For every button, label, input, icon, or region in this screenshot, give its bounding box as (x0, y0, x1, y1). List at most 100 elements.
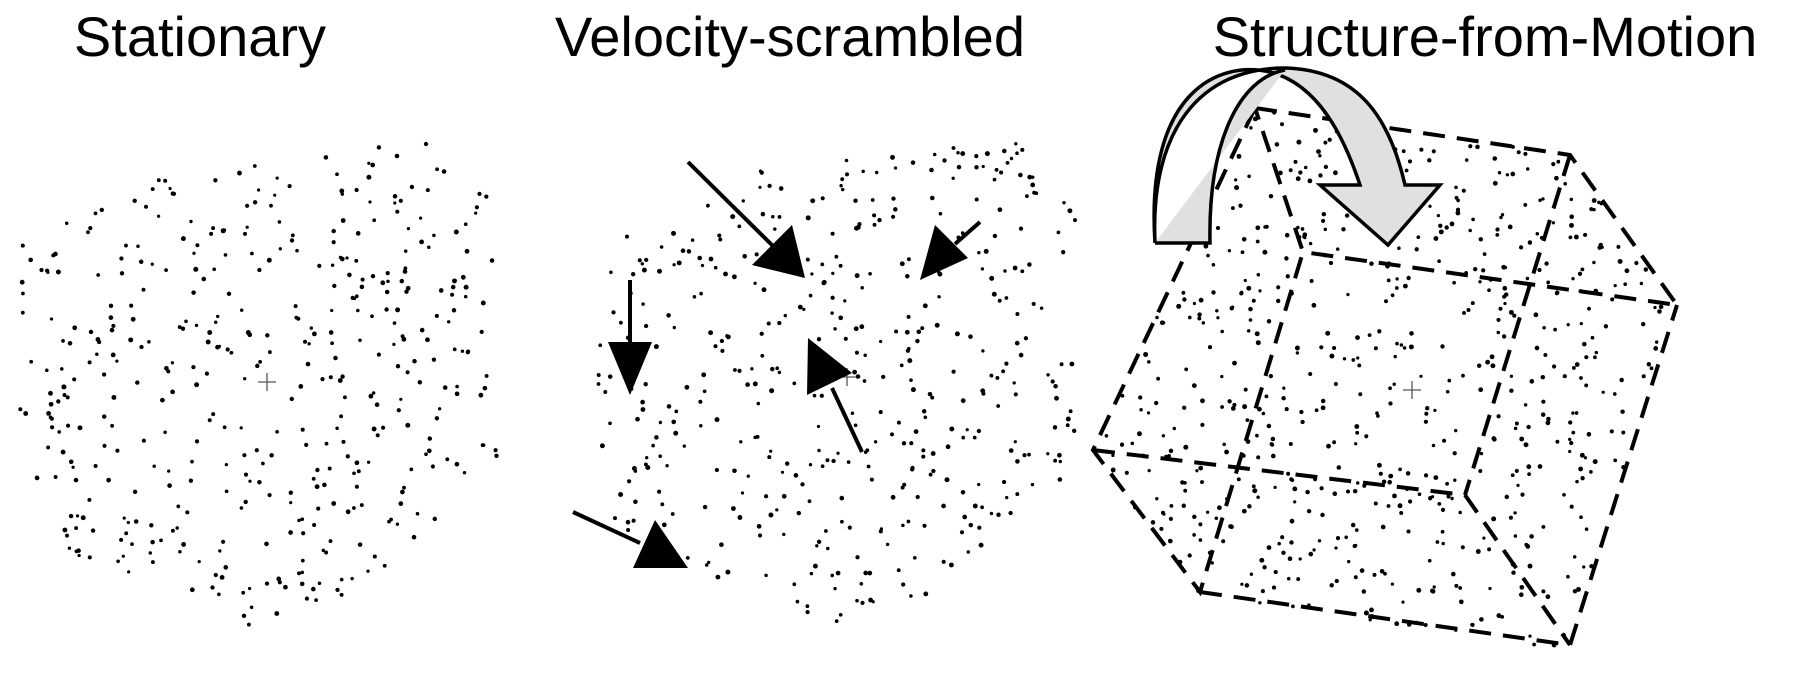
dot (1491, 516, 1497, 522)
dot (385, 270, 390, 276)
dot (108, 303, 114, 309)
dot (1450, 496, 1454, 501)
dot (1228, 524, 1233, 529)
dot (1018, 352, 1024, 358)
dot (1246, 285, 1252, 291)
dot (739, 440, 743, 444)
dot (872, 213, 877, 218)
dot (71, 465, 75, 469)
dot (1061, 250, 1066, 255)
dot (252, 164, 257, 168)
dot (394, 153, 400, 159)
dot (288, 530, 293, 535)
dot (860, 600, 865, 605)
dot (770, 366, 775, 372)
dot (1334, 546, 1338, 550)
dot (226, 291, 232, 297)
dot (256, 188, 261, 192)
dot (596, 382, 601, 386)
dot (737, 515, 743, 520)
dot (1437, 502, 1442, 506)
dot (750, 367, 754, 371)
dot (1014, 340, 1020, 346)
dot (1401, 600, 1405, 604)
dot (1593, 355, 1597, 360)
dot (1562, 492, 1566, 497)
dot (130, 542, 134, 546)
dot (1388, 401, 1393, 406)
dot (1433, 408, 1437, 413)
dot (826, 546, 830, 551)
dot (795, 599, 800, 604)
dot (899, 363, 904, 368)
dot (847, 525, 852, 530)
dot (992, 177, 997, 182)
dot (1057, 477, 1063, 482)
dot (400, 334, 405, 339)
dot (1281, 550, 1286, 555)
dot (167, 483, 172, 488)
dot (181, 541, 187, 547)
dot (1022, 453, 1027, 458)
dot (1249, 572, 1254, 576)
dot (1273, 570, 1278, 575)
dot (399, 397, 403, 401)
dot (384, 307, 389, 312)
dot (160, 397, 165, 403)
dot (61, 384, 67, 390)
dot (1423, 419, 1429, 424)
dot (1344, 535, 1349, 540)
dot (830, 295, 835, 300)
dot (320, 377, 325, 382)
dot (1052, 425, 1058, 430)
dot (393, 201, 397, 205)
dot (446, 320, 451, 324)
dot (300, 427, 305, 432)
dot (1613, 458, 1618, 463)
dot (673, 430, 679, 436)
dot (1623, 282, 1628, 287)
dot (1255, 340, 1261, 346)
dot (1397, 246, 1401, 250)
dot (426, 448, 432, 454)
dot (124, 531, 129, 536)
dot (116, 559, 120, 564)
dot (170, 389, 175, 395)
dot (1210, 561, 1214, 565)
dot (961, 435, 966, 440)
dot (1059, 362, 1064, 367)
dot (1054, 395, 1059, 401)
dot (1643, 267, 1649, 272)
dot (977, 525, 982, 530)
dot (1535, 231, 1540, 236)
dot (1285, 274, 1290, 279)
dot (838, 315, 844, 321)
dot (1005, 161, 1010, 165)
dot (756, 523, 762, 529)
dot (1012, 381, 1016, 385)
dot (1511, 570, 1516, 575)
dot (1592, 260, 1596, 265)
dot (1584, 383, 1589, 388)
dot (1613, 283, 1617, 288)
dot (1323, 140, 1328, 145)
dot (405, 422, 411, 428)
dot (101, 414, 107, 419)
dot (1323, 227, 1328, 232)
dot (978, 542, 984, 548)
dot (411, 534, 417, 540)
dot (1513, 511, 1517, 515)
dot (295, 248, 299, 253)
dot (1492, 156, 1498, 161)
dot (1284, 232, 1290, 238)
dot (1516, 150, 1521, 155)
dot (931, 468, 936, 474)
dot (775, 366, 780, 371)
dot (1326, 443, 1331, 449)
dot (1284, 407, 1289, 412)
dot (1388, 386, 1392, 391)
dot (1525, 167, 1530, 171)
dot (164, 365, 169, 371)
dot (1282, 386, 1286, 390)
dot (207, 330, 213, 335)
